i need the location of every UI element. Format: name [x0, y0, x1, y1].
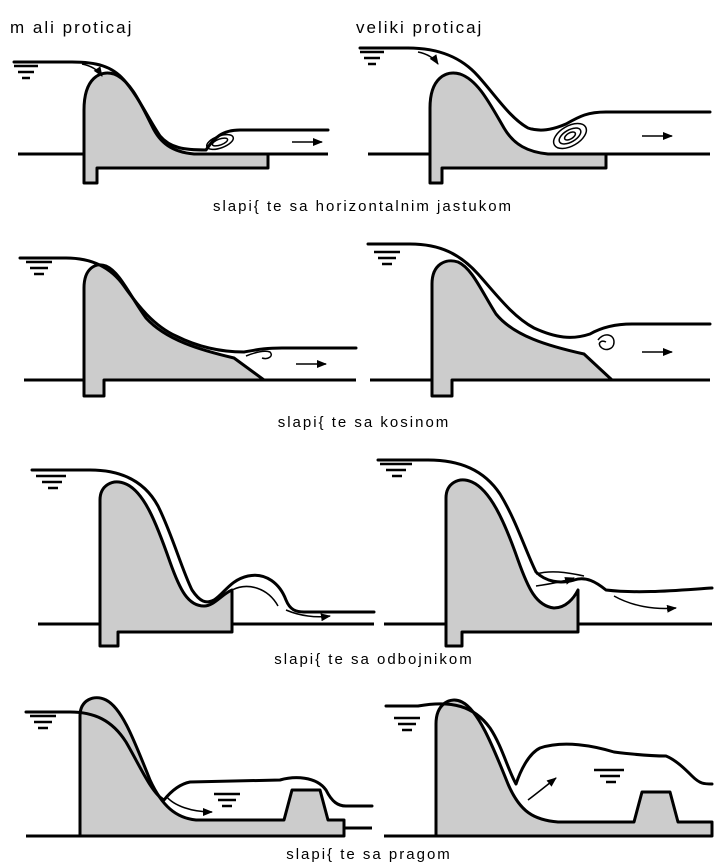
caption-baffle: slapi{ te sa odbojnikom [274, 651, 474, 668]
water-surface [18, 256, 358, 354]
caption-horizontal-apron: slapi{ te sa horizontalnim jastukom [212, 198, 514, 215]
water-level-icon [36, 474, 66, 490]
panel-sloped-high [366, 242, 712, 398]
water-surface [376, 458, 714, 594]
dam-structure [82, 263, 266, 398]
flow-arrow-icon [81, 63, 103, 77]
dam-structure [434, 698, 714, 838]
flow-arrow-icon [165, 795, 213, 816]
dam-structure [98, 480, 234, 648]
panel-sill-high [384, 698, 714, 838]
panel-sloped-low [18, 256, 358, 398]
water-surface [30, 468, 376, 614]
water-level-icon [380, 462, 412, 478]
caption-sloped-apron: slapi{ te sa kosinom [277, 414, 451, 431]
water-surface [12, 60, 330, 152]
flow-arrow-icon [613, 595, 677, 613]
water-surface [358, 46, 712, 132]
panel-sill-low [24, 696, 374, 838]
water-surface-lower [231, 585, 279, 607]
eddy-icon [597, 334, 615, 351]
water-level-icon [394, 716, 420, 732]
eddy-icon [205, 133, 235, 151]
panel-horizontal-low [12, 60, 330, 185]
flow-arrow-icon [527, 777, 557, 801]
caption-sill: slapi{ te sa pragom [286, 846, 452, 863]
eddy-icon [245, 350, 273, 360]
water-level-icon [26, 260, 52, 276]
header-high-discharge: veliki proticaj [356, 18, 484, 37]
header-low-discharge: m ali proticaj [10, 18, 134, 37]
water-level-icon [214, 792, 240, 808]
dam-structure [428, 71, 608, 185]
panel-baffle-high [376, 458, 714, 648]
flow-arrow-icon [417, 51, 439, 65]
water-surface-inner [535, 571, 585, 577]
dam-structure [78, 696, 346, 838]
eddy-icon [552, 122, 588, 150]
panel-baffle-low [30, 468, 376, 648]
dam-structure [444, 478, 580, 648]
dam-structure [430, 259, 614, 398]
water-level-icon [360, 50, 384, 66]
water-surface [24, 710, 374, 808]
flow-arrow-icon [535, 577, 575, 587]
water-level-icon [374, 250, 400, 266]
water-level-icon [14, 64, 38, 80]
water-level-icon [30, 714, 56, 730]
water-level-icon [594, 768, 624, 784]
dam-structure [82, 71, 270, 185]
panel-horizontal-high [358, 46, 712, 185]
water-surface [384, 702, 714, 786]
water-surface [366, 242, 712, 339]
flow-arrow-icon [285, 609, 331, 622]
